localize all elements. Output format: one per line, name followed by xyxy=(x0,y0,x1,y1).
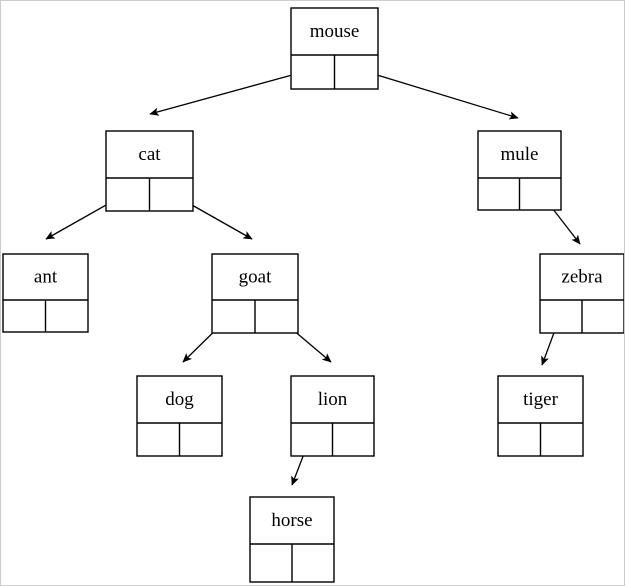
node-label-tiger: tiger xyxy=(523,389,558,410)
tree-node-lion[interactable]: lion xyxy=(290,375,375,457)
node-label-cat: cat xyxy=(138,144,161,165)
tree-edge-mouse-cat xyxy=(149,68,315,116)
node-left-pointer-cell-mouse[interactable] xyxy=(291,55,335,89)
tree-node-goat[interactable]: goat xyxy=(211,253,299,334)
node-left-pointer-cell-horse[interactable] xyxy=(250,544,292,582)
node-left-pointer-cell-goat[interactable] xyxy=(212,300,255,333)
node-right-pointer-cell-dog[interactable] xyxy=(180,423,223,456)
tree-node-mule[interactable]: mule xyxy=(477,130,562,211)
nodes-layer: mouse cat mule ant goat zebra dog lion tiger hors… xyxy=(2,7,624,583)
tree-node-cat[interactable]: cat xyxy=(105,130,194,212)
node-right-pointer-cell-ant[interactable] xyxy=(46,300,89,332)
edge-arrow-left xyxy=(149,68,315,116)
node-label-goat: goat xyxy=(239,266,272,287)
node-right-pointer-cell-cat[interactable] xyxy=(150,178,194,211)
node-left-pointer-cell-dog[interactable] xyxy=(137,423,180,456)
node-label-mouse: mouse xyxy=(310,21,360,42)
tree-node-ant[interactable]: ant xyxy=(2,253,89,333)
node-left-pointer-cell-mule[interactable] xyxy=(478,178,520,210)
node-left-pointer-cell-lion[interactable] xyxy=(291,423,333,456)
node-right-pointer-cell-goat[interactable] xyxy=(255,300,298,333)
node-left-pointer-cell-zebra[interactable] xyxy=(540,300,582,333)
node-label-zebra: zebra xyxy=(561,266,603,287)
node-label-dog: dog xyxy=(165,389,194,410)
node-right-pointer-cell-zebra[interactable] xyxy=(582,300,624,333)
tree-node-horse[interactable]: horse xyxy=(249,496,335,583)
node-label-horse: horse xyxy=(271,510,312,531)
tree-edge-mouse-mule xyxy=(353,67,519,120)
tree-node-dog[interactable]: dog xyxy=(136,375,223,457)
node-right-pointer-cell-mule[interactable] xyxy=(520,178,562,210)
node-left-pointer-cell-cat[interactable] xyxy=(106,178,150,211)
tree-node-mouse[interactable]: mouse xyxy=(290,7,379,90)
node-right-pointer-cell-horse[interactable] xyxy=(292,544,334,582)
node-label-ant: ant xyxy=(34,266,58,287)
node-right-pointer-cell-mouse[interactable] xyxy=(335,55,379,89)
node-left-pointer-cell-tiger[interactable] xyxy=(498,423,541,456)
node-left-pointer-cell-ant[interactable] xyxy=(3,300,46,332)
node-right-pointer-cell-tiger[interactable] xyxy=(541,423,584,456)
edge-arrow-right xyxy=(353,67,519,120)
node-right-pointer-cell-lion[interactable] xyxy=(333,423,375,456)
node-label-mule: mule xyxy=(501,144,539,165)
tree-node-zebra[interactable]: zebra xyxy=(539,253,624,334)
node-label-lion: lion xyxy=(318,389,348,410)
tree-node-tiger[interactable]: tiger xyxy=(497,375,584,457)
